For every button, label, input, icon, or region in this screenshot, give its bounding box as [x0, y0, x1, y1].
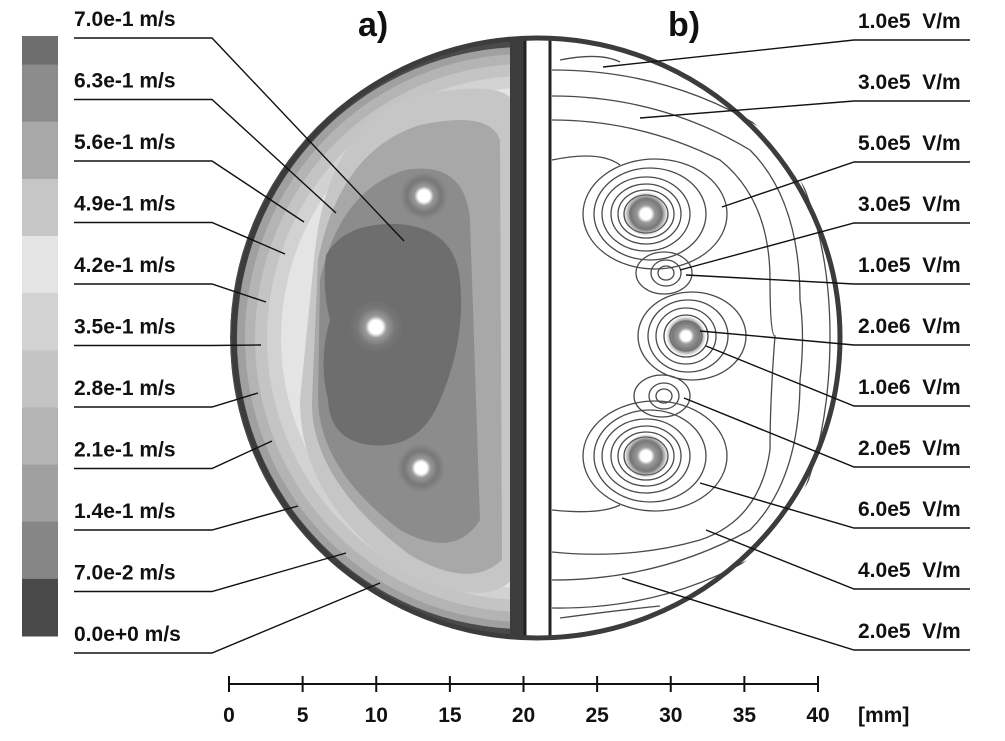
velocity-legend-label: 4.2e-1 m/s: [74, 254, 176, 277]
colorbar-segment: [22, 550, 58, 580]
leader-line: [705, 345, 970, 407]
leader-line: [74, 344, 262, 347]
colorbar-segment: [22, 178, 58, 208]
leader-line: [699, 482, 970, 529]
electric-field-panel: [550, 40, 845, 636]
scale-unit-label: [mm]: [858, 704, 909, 727]
velocity-legend-label: 1.4e-1 m/s: [74, 500, 176, 523]
colorbar-segment: [22, 93, 58, 123]
mm-scale-bar: [mm] 0 5 10 15 20 25 30 35 40: [223, 676, 909, 727]
leader-line: [639, 100, 970, 119]
central-wall: [523, 36, 552, 640]
colorbar-segment: [22, 207, 58, 237]
scale-tick-label: 40: [806, 704, 829, 727]
velocity-legend-label: 2.1e-1 m/s: [74, 439, 176, 462]
colorbar-segment: [22, 607, 58, 637]
colorbar-segment: [22, 493, 58, 523]
field-value-labels: 1.0e5 V/m 3.0e5 V/m 5.0e5 V/m 3.0e5 V/m 1.0e…: [602, 10, 970, 651]
leader-line: [721, 161, 970, 208]
leader-line: [683, 397, 970, 468]
colorbar-segment: [22, 407, 58, 437]
leader-line: [74, 505, 299, 531]
scale-tick-label: 10: [365, 704, 388, 727]
field-value-label: 1.0e5 V/m: [858, 10, 961, 33]
scale-tick-label: 0: [223, 704, 235, 727]
colorbar-segment: [22, 236, 58, 266]
colorbar-segment: [22, 350, 58, 380]
disk-rim: [231, 35, 843, 641]
velocity-legend-label: 4.9e-1 m/s: [74, 193, 176, 216]
colorbar-segment: [22, 321, 58, 351]
leader-line: [74, 98, 337, 214]
field-value-label: 1.0e6 V/m: [858, 376, 961, 399]
scale-tick-label: 15: [438, 704, 462, 727]
colorbar-segment: [22, 121, 58, 151]
leader-line: [699, 330, 970, 346]
velocity-legend-label: 2.8e-1 m/s: [74, 377, 176, 400]
leader-line: [74, 552, 347, 593]
leader-line: [74, 440, 273, 470]
velocity-colorbar: [22, 36, 58, 637]
leader-line: [74, 582, 381, 654]
colorbar-segment: [22, 64, 58, 94]
velocity-legend-label: 3.5e-1 m/s: [74, 316, 176, 339]
field-value-label: 1.0e5 V/m: [858, 254, 961, 277]
panel-a-label: a): [358, 6, 388, 44]
leader-line: [74, 160, 305, 223]
field-value-label: 5.0e5 V/m: [858, 132, 961, 155]
colorbar-segment: [22, 293, 58, 323]
leader-line: [74, 392, 259, 408]
colorbar-segment: [22, 150, 58, 180]
velocity-legend-labels: 7.0e-1 m/s 6.3e-1 m/s 5.6e-1 m/s 4.9e-1 m/s…: [74, 8, 405, 654]
colorbar-segment: [22, 436, 58, 466]
field-value-label: 3.0e5 V/m: [858, 193, 961, 216]
colorbar-segment: [22, 578, 58, 608]
leader-line: [74, 221, 286, 255]
panel-b-label: b): [668, 6, 700, 44]
leader-line: [74, 283, 267, 303]
velocity-legend-label: 6.3e-1 m/s: [74, 70, 176, 93]
velocity-legend-label: 5.6e-1 m/s: [74, 131, 176, 154]
colorbar-segment: [22, 464, 58, 494]
velocity-legend-label: 0.0e+0 m/s: [74, 623, 181, 646]
field-value-label: 3.0e5 V/m: [858, 71, 961, 94]
velocity-field-panel: [230, 40, 525, 636]
scale-tick-label: 35: [733, 704, 757, 727]
velocity-legend-label: 7.0e-2 m/s: [74, 562, 176, 585]
leader-line: [621, 577, 970, 651]
colorbar-segment: [22, 36, 58, 66]
scale-tick-label: 30: [659, 704, 682, 727]
field-value-label: 2.0e5 V/m: [858, 620, 961, 643]
leader-line: [679, 222, 970, 271]
field-value-label: 2.0e6 V/m: [858, 315, 961, 338]
colorbar-segment: [22, 378, 58, 408]
scale-tick-label: 20: [512, 704, 535, 727]
colorbar-segment: [22, 521, 58, 551]
field-value-label: 6.0e5 V/m: [858, 498, 961, 521]
velocity-legend-label: 7.0e-1 m/s: [74, 8, 176, 31]
field-value-label: 4.0e5 V/m: [858, 559, 961, 582]
leader-line: [602, 39, 970, 68]
leader-line: [685, 274, 970, 285]
leader-line: [74, 37, 405, 242]
leader-line: [705, 529, 970, 590]
colorbar-segment: [22, 264, 58, 294]
scale-tick-label: 5: [297, 704, 309, 727]
scale-tick-label: 25: [585, 704, 609, 727]
field-value-label: 2.0e5 V/m: [858, 437, 961, 460]
